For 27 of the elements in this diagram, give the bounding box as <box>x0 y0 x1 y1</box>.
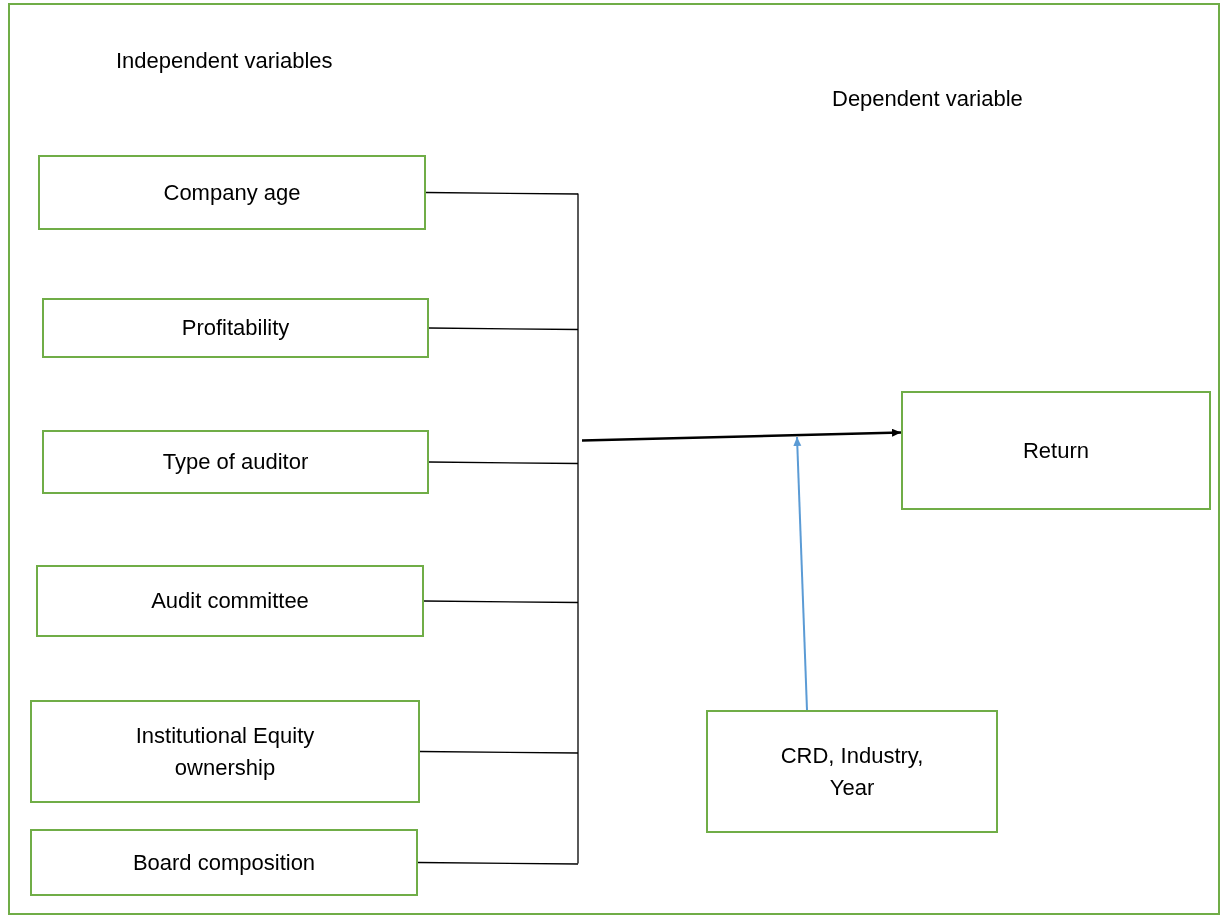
variable-box <box>42 430 429 494</box>
box-label: Institutional Equity ownership <box>134 721 316 782</box>
connector-line <box>428 461 579 465</box>
heading-label: Independent variables <box>116 48 333 74</box>
box-label: Return <box>1021 436 1090 465</box>
heading-label: Dependent variable <box>832 86 1023 112</box>
connector-line <box>793 436 808 711</box>
box-label: Type of auditor <box>161 448 310 477</box>
connector-line <box>428 327 579 331</box>
box-label: CRD, Industry, Year <box>779 741 925 802</box>
variable-box <box>36 565 424 637</box>
variable-box <box>901 391 1211 510</box>
variable-box <box>30 700 420 803</box>
box-label: Audit committee <box>150 587 310 616</box>
box-label: Profitability <box>180 314 291 343</box>
variable-box <box>706 710 998 833</box>
connector-line <box>425 191 579 195</box>
variable-box <box>38 155 426 230</box>
connector-line <box>419 750 579 754</box>
connector-line <box>417 861 579 865</box>
box-label: Company age <box>162 178 302 207</box>
connector-line <box>577 192 579 865</box>
connector-line <box>581 428 902 442</box>
connector-line <box>423 600 579 604</box>
variable-box <box>30 829 418 896</box>
box-label: Board composition <box>131 848 317 877</box>
variable-box <box>42 298 429 358</box>
